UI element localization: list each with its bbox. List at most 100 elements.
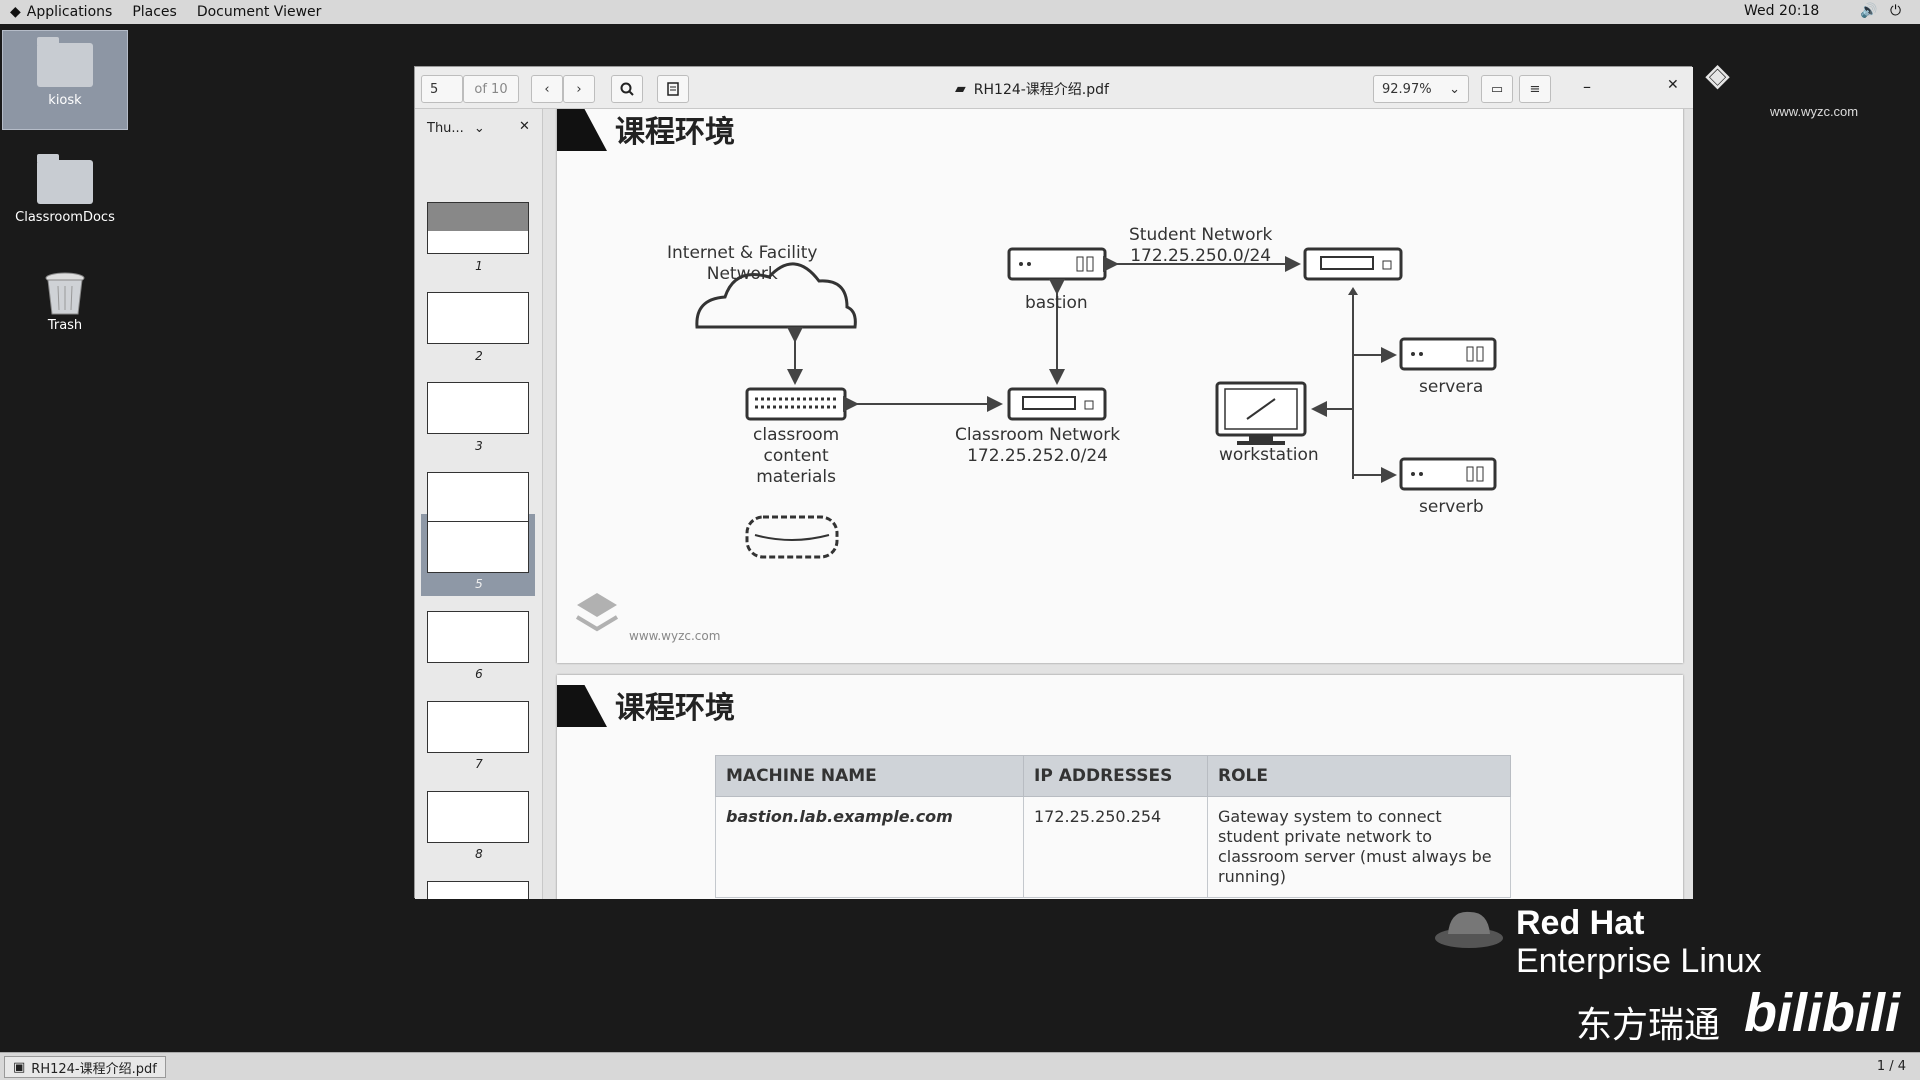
- desktop-icon-trash[interactable]: Trash: [2, 262, 128, 342]
- thumbnail-page-5[interactable]: [427, 521, 529, 573]
- hamburger-menu-button[interactable]: ≡: [1519, 75, 1551, 103]
- chevron-down-icon: ⌄: [1449, 81, 1460, 97]
- chevron-right-icon: ›: [576, 81, 582, 97]
- slide-title: 课程环境: [615, 691, 735, 726]
- chevron-left-icon: ‹: [544, 81, 550, 97]
- classroom-network-subnet: 172.25.252.0/24: [967, 446, 1108, 466]
- page-number-input[interactable]: 5: [421, 75, 463, 103]
- applications-label: Applications: [26, 4, 113, 20]
- classroom-content-label: classroom content materials: [753, 425, 839, 488]
- taskbar-item-label: RH124-课程介绍.pdf: [31, 1061, 157, 1077]
- page-view-icon: ▭: [1490, 81, 1504, 97]
- workstation-monitor-icon: [1215, 381, 1307, 445]
- cell-machine-name: bastion.lab.example.com: [715, 796, 1024, 898]
- thumbnail-page-2[interactable]: [427, 292, 529, 344]
- content-label-line2: content: [763, 446, 829, 466]
- classroom-network-name: Classroom Network: [955, 425, 1121, 445]
- cell-ip-address: 172.25.250.254: [1023, 796, 1208, 898]
- pdf-file-icon: ▣: [13, 1059, 26, 1075]
- title-mark: [557, 685, 607, 727]
- thumbnail-number: 8: [475, 847, 483, 861]
- top-panel: ◆ Applications Places Document Viewer We…: [0, 0, 1920, 24]
- search-icon: [620, 82, 634, 96]
- zoom-select[interactable]: 92.97% ⌄: [1373, 75, 1469, 103]
- thumbnail-number: 3: [475, 439, 483, 453]
- thumbnail-number: 2: [475, 349, 483, 363]
- volume-icon[interactable]: 🔊: [1860, 3, 1878, 19]
- content-label-line1: classroom: [753, 425, 840, 445]
- sidebar-mode-select[interactable]: Thu... ⌄: [427, 121, 485, 136]
- close-window-button[interactable]: ✕: [1667, 77, 1679, 93]
- machine-table: MACHINE NAME IP ADDRESSES ROLE bastion.l…: [715, 755, 1511, 898]
- desktop-icon-classroomdocs[interactable]: ClassroomDocs: [2, 148, 128, 228]
- thumbnail-sidebar: Thu... ⌄ ✕ 1 2 3 4 5 6 7 8: [415, 109, 543, 899]
- previous-page-button[interactable]: ‹: [531, 75, 563, 103]
- desktop-icon-label: kiosk: [48, 93, 82, 108]
- sidebar-mode-label: Thu...: [427, 121, 464, 136]
- content-switch-icon: [745, 387, 847, 421]
- hamburger-icon: ≡: [1529, 81, 1541, 97]
- close-sidebar-button[interactable]: ✕: [519, 119, 530, 134]
- bottom-taskbar: ▣ RH124-课程介绍.pdf 1 / 4: [0, 1052, 1920, 1080]
- table-row: bastion.lab.example.com 172.25.250.254 G…: [715, 796, 1511, 898]
- zoom-value: 92.97%: [1382, 81, 1432, 97]
- serverb-server-icon: [1399, 457, 1497, 491]
- cell-role: Gateway system to connect student privat…: [1207, 796, 1511, 898]
- view-mode-button[interactable]: ▭: [1481, 75, 1513, 103]
- servera-label: servera: [1419, 377, 1484, 397]
- network-diagram: [575, 247, 1497, 632]
- annotations-button[interactable]: [657, 75, 689, 103]
- column-header-ip: IP ADDRESSES: [1023, 755, 1208, 797]
- pdf-page-6: 课程环境 MACHINE NAME IP ADDRESSES ROLE bast…: [557, 675, 1683, 899]
- thumbnail-number: 7: [475, 757, 483, 771]
- thumbnail-page-6[interactable]: [427, 611, 529, 663]
- bilibili-watermark: bilibili: [1744, 983, 1900, 1043]
- app-menu[interactable]: Document Viewer: [187, 0, 332, 24]
- desktop-icon-label: Trash: [47, 318, 83, 333]
- redhat-brand-line2: Enterprise Linux: [1516, 942, 1762, 980]
- places-label: Places: [132, 4, 177, 20]
- cloud-icon: [695, 262, 857, 329]
- thumbnail-page-1[interactable]: [427, 202, 529, 254]
- clock[interactable]: Wed 20:18: [1744, 3, 1820, 19]
- chevron-down-icon: ⌄: [473, 121, 485, 136]
- pdf-page-5: 课程环境: [557, 109, 1683, 663]
- applications-menu[interactable]: ◆ Applications: [0, 0, 122, 24]
- desktop-icon-kiosk[interactable]: kiosk: [2, 30, 128, 130]
- next-page-button[interactable]: ›: [563, 75, 595, 103]
- classroom-network-label: Classroom Network 172.25.252.0/24: [955, 425, 1120, 467]
- redhat-brand-line1: Red Hat: [1516, 904, 1645, 942]
- thumbnail-page-3[interactable]: [427, 382, 529, 434]
- arrow-head-student: [1348, 287, 1358, 295]
- workspace-indicator[interactable]: 1 / 4: [1876, 1059, 1906, 1074]
- dongfang-watermark: 东方瑞通: [1576, 1005, 1721, 1046]
- search-button[interactable]: [611, 75, 643, 103]
- student-network-subnet: 172.25.250.0/24: [1130, 246, 1272, 266]
- minimize-button[interactable]: –: [1583, 77, 1591, 96]
- thumbnail-page-7[interactable]: [427, 701, 529, 753]
- page-watermark-url: www.wyzc.com: [629, 629, 721, 643]
- thumbnail-page-8[interactable]: [427, 791, 529, 843]
- page-total-label: of 10: [463, 75, 519, 103]
- taskbar-window-item[interactable]: ▣ RH124-课程介绍.pdf: [4, 1056, 166, 1078]
- workstation-label: workstation: [1219, 445, 1319, 465]
- power-icon[interactable]: ⏻: [1890, 3, 1902, 19]
- window-title: ▰ RH124-课程介绍.pdf: [955, 79, 1109, 99]
- wyzc-logo-icon: ◈: [1706, 59, 1732, 92]
- student-network-label: Student Network 172.25.250.0/24: [1129, 225, 1272, 267]
- viewer-toolbar: 5 of 10 ‹ › ▰ RH124-课程介绍.pdf 92.97% ⌄ ▭ …: [415, 67, 1693, 109]
- column-header-machine: MACHINE NAME: [715, 755, 1024, 797]
- pdf-file-icon: ▰: [955, 81, 966, 97]
- desktop-icon-label: ClassroomDocs: [15, 210, 115, 225]
- slide-title: 课程环境: [615, 115, 735, 150]
- internet-network-label: Internet & Facility Network: [667, 243, 817, 285]
- thumbnail-page-4[interactable]: [427, 472, 529, 524]
- home-folder-icon: [37, 37, 93, 87]
- storage-disk-icon: [745, 515, 839, 559]
- wyzc-logo-icon: [575, 593, 619, 632]
- thumbnail-page-9[interactable]: [427, 881, 529, 899]
- places-menu[interactable]: Places: [122, 0, 187, 24]
- trash-icon: [45, 272, 85, 315]
- document-view[interactable]: 课程环境: [543, 109, 1693, 899]
- servera-server-icon: [1399, 337, 1497, 371]
